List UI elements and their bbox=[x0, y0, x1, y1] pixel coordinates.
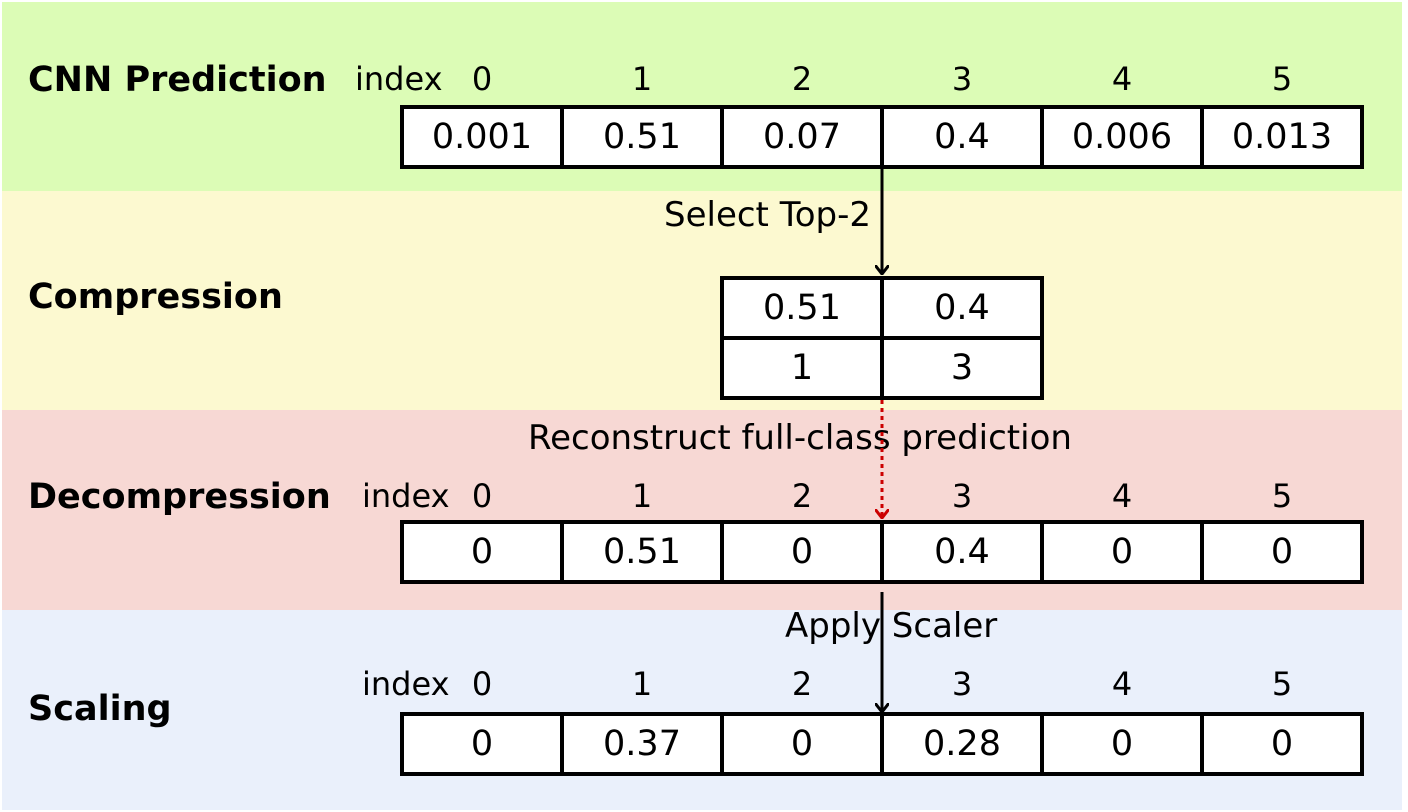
index-3: 3 bbox=[951, 60, 973, 98]
band-compression bbox=[2, 191, 1402, 410]
decompression-cell-2: 0 bbox=[722, 522, 882, 582]
scaling-cell-3: 0.28 bbox=[882, 714, 1042, 774]
index-4: 4 bbox=[1111, 60, 1133, 98]
stage-label-compression: Compression bbox=[28, 277, 283, 317]
prediction-cell-2: 0.07 bbox=[722, 107, 882, 167]
stage-label-scaling: Scaling bbox=[28, 689, 172, 729]
scaling-cell-1: 0.37 bbox=[562, 714, 722, 774]
arrow-label-select: Select Top-2 bbox=[664, 195, 871, 235]
index-0: 0 bbox=[471, 665, 493, 703]
decompression-cell-3: 0.4 bbox=[882, 522, 1042, 582]
stage-label-decompression: Decompression bbox=[28, 477, 331, 517]
index-1: 1 bbox=[631, 60, 653, 98]
index-5: 5 bbox=[1271, 477, 1293, 515]
index-3: 3 bbox=[951, 477, 973, 515]
index-4: 4 bbox=[1111, 477, 1133, 515]
scaling-cell-2: 0 bbox=[722, 714, 882, 774]
prediction-cell-3: 0.4 bbox=[882, 107, 1042, 167]
prediction-cell-5: 0.013 bbox=[1202, 107, 1362, 167]
compression-index-0: 1 bbox=[722, 338, 882, 398]
compression-index-1: 3 bbox=[882, 338, 1042, 398]
decompression-cell-5: 0 bbox=[1202, 522, 1362, 582]
index-2: 2 bbox=[791, 477, 813, 515]
band-scaling bbox=[2, 610, 1402, 810]
index-4: 4 bbox=[1111, 665, 1133, 703]
arrow-label-reconstruct: Reconstruct full-class prediction bbox=[528, 418, 1072, 458]
index-2: 2 bbox=[791, 665, 813, 703]
compression-value-1: 0.4 bbox=[882, 278, 1042, 338]
index-5: 5 bbox=[1271, 665, 1293, 703]
decompression-cell-4: 0 bbox=[1042, 522, 1202, 582]
index-5: 5 bbox=[1271, 60, 1293, 98]
index-0: 0 bbox=[471, 60, 493, 98]
index-label-prediction: index bbox=[355, 60, 443, 98]
index-0: 0 bbox=[471, 477, 493, 515]
prediction-cell-0: 0.001 bbox=[402, 107, 562, 167]
prediction-cell-4: 0.006 bbox=[1042, 107, 1202, 167]
stage-label-prediction: CNN Prediction bbox=[28, 60, 327, 100]
index-1: 1 bbox=[631, 665, 653, 703]
scaling-cell-0: 0 bbox=[402, 714, 562, 774]
index-2: 2 bbox=[791, 60, 813, 98]
scaling-cell-4: 0 bbox=[1042, 714, 1202, 774]
decompression-cell-1: 0.51 bbox=[562, 522, 722, 582]
arrow-label-scale: Apply Scaler bbox=[785, 606, 998, 646]
compression-value-0: 0.51 bbox=[722, 278, 882, 338]
index-label-decompression: index bbox=[362, 477, 450, 515]
index-3: 3 bbox=[951, 665, 973, 703]
scaling-cell-5: 0 bbox=[1202, 714, 1362, 774]
index-label-scaling: index bbox=[362, 665, 450, 703]
decompression-cell-0: 0 bbox=[402, 522, 562, 582]
index-1: 1 bbox=[631, 477, 653, 515]
prediction-cell-1: 0.51 bbox=[562, 107, 722, 167]
